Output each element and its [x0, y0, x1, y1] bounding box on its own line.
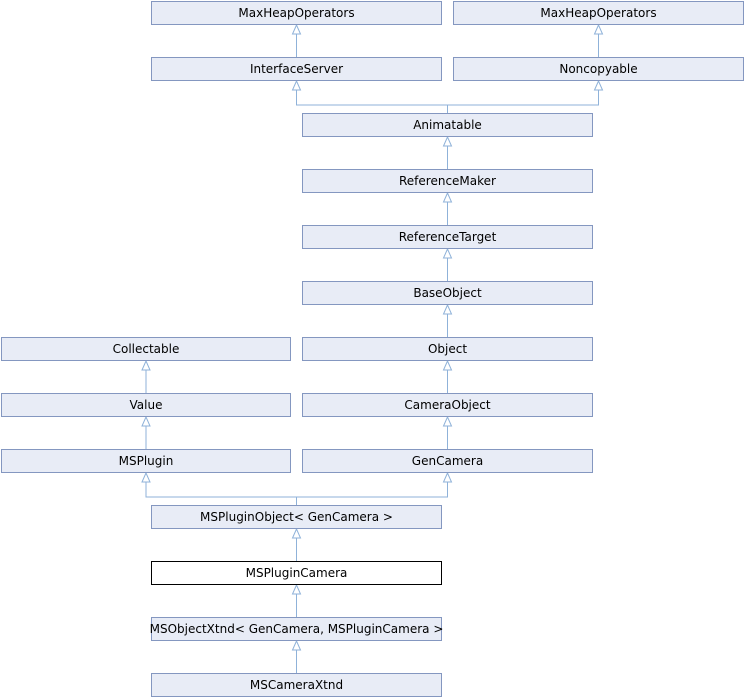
class-node-msplugin[interactable]: MSPlugin — [1, 449, 291, 473]
arrowhead-cameraobject-to-object — [442, 359, 453, 371]
class-node-msplugincamera: MSPluginCamera — [151, 561, 442, 585]
arrowhead-gencamera-to-cameraobject — [442, 415, 453, 427]
arrowhead-animatable-to-interfaceserver — [291, 79, 302, 91]
edge-mspluginobject-to-msplugin — [145, 481, 297, 505]
class-node-mho1[interactable]: MaxHeapOperators — [151, 1, 442, 25]
class-node-value[interactable]: Value — [1, 393, 291, 417]
arrowhead-referencetarget-to-referencemaker — [442, 191, 453, 203]
class-node-noncopyable[interactable]: Noncopyable — [453, 57, 744, 81]
arrowhead-baseobject-to-referencetarget — [442, 247, 453, 259]
class-node-interfaceserver[interactable]: InterfaceServer — [151, 57, 442, 81]
class-node-mspluginobject[interactable]: MSPluginObject< GenCamera > — [151, 505, 442, 529]
arrowhead-msplugincamera-to-mspluginobject — [291, 527, 302, 539]
arrowhead-object-to-baseobject — [442, 303, 453, 315]
arrowhead-animatable-to-noncopyable — [593, 79, 604, 91]
arrowhead-referencemaker-to-animatable — [442, 135, 453, 147]
edge-animatable-to-interfaceserver — [296, 89, 448, 113]
edge-animatable-to-noncopyable — [447, 89, 599, 113]
class-node-cameraobject[interactable]: CameraObject — [302, 393, 593, 417]
arrowhead-noncopyable-to-mho2 — [593, 23, 604, 35]
arrowhead-msplugin-to-value — [141, 415, 151, 427]
class-node-gencamera[interactable]: GenCamera — [302, 449, 593, 473]
class-node-referencemaker[interactable]: ReferenceMaker — [302, 169, 593, 193]
class-node-referencetarget[interactable]: ReferenceTarget — [302, 225, 593, 249]
arrowhead-value-to-collectable — [141, 359, 151, 371]
class-node-mscameraxtnd[interactable]: MSCameraXtnd — [151, 673, 442, 697]
arrowhead-mspluginobject-to-msplugin — [141, 471, 151, 483]
arrowhead-msobjectxtnd-to-msplugincamera — [291, 583, 302, 595]
class-node-object[interactable]: Object — [302, 337, 593, 361]
class-node-msobjectxtnd[interactable]: MSObjectXtnd< GenCamera, MSPluginCamera … — [150, 617, 443, 641]
arrowhead-mspluginobject-to-gencamera — [442, 471, 453, 483]
class-node-animatable[interactable]: Animatable — [302, 113, 593, 137]
class-node-baseobject[interactable]: BaseObject — [302, 281, 593, 305]
class-node-mho2[interactable]: MaxHeapOperators — [453, 1, 744, 25]
edge-mspluginobject-to-gencamera — [296, 481, 448, 505]
class-node-collectable[interactable]: Collectable — [1, 337, 291, 361]
arrowhead-mscameraxtnd-to-msobjectxtnd — [291, 639, 302, 651]
arrowhead-interfaceserver-to-mho1 — [291, 23, 302, 35]
